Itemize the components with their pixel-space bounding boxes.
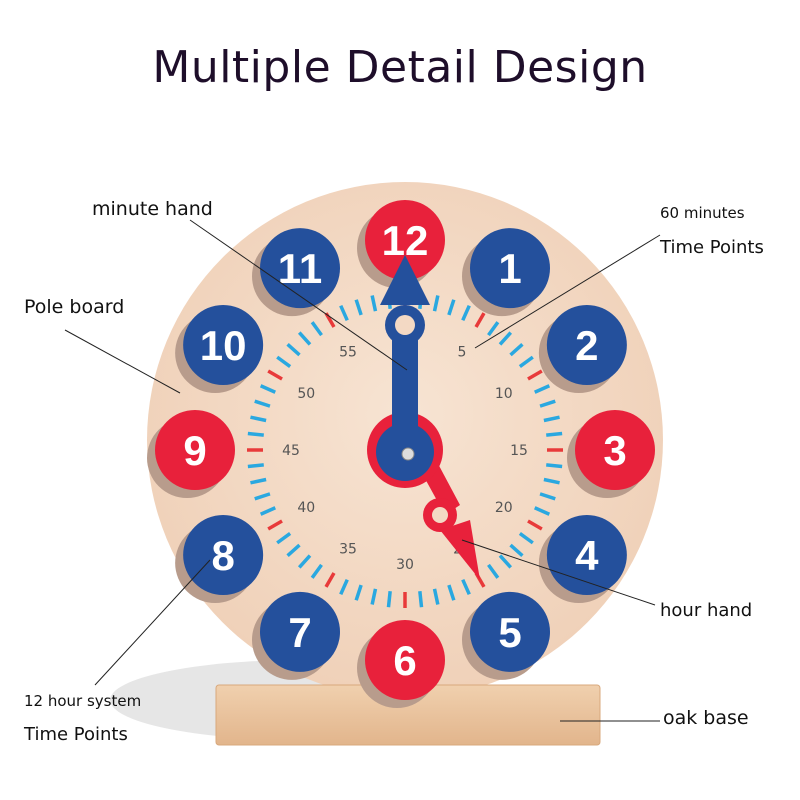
svg-text:5: 5 xyxy=(498,609,521,656)
hour-disc-5: 5 xyxy=(462,591,550,680)
minute-mark-20: 20 xyxy=(495,500,513,516)
minute-mark-55: 55 xyxy=(339,344,357,360)
svg-text:9: 9 xyxy=(183,427,206,474)
hour-disc-12: 12 xyxy=(357,200,445,288)
hour-disc-9: 9 xyxy=(147,410,235,498)
hour-disc-11: 11 xyxy=(252,228,340,317)
label-60-minutes: 60 minutes xyxy=(660,204,745,222)
minute-mark-10: 10 xyxy=(495,386,513,402)
svg-text:8: 8 xyxy=(211,532,234,579)
hour-disc-3: 3 xyxy=(567,410,655,498)
svg-text:1: 1 xyxy=(498,245,521,292)
minute-mark-30: 30 xyxy=(396,557,414,573)
hour-disc-7: 7 xyxy=(252,591,340,680)
label-oak-base: oak base xyxy=(663,707,749,729)
leader-lines xyxy=(64,219,661,722)
hour-disc-8: 8 xyxy=(175,515,264,603)
svg-text:11: 11 xyxy=(278,245,322,292)
hour-disc-2: 2 xyxy=(538,305,627,393)
minute-mark-5: 5 xyxy=(458,344,467,360)
label-hour-hand: hour hand xyxy=(660,600,753,621)
svg-text:6: 6 xyxy=(393,637,416,684)
hour-disc-6: 6 xyxy=(357,620,445,708)
minute-mark-15: 15 xyxy=(510,443,528,459)
svg-text:10: 10 xyxy=(200,322,247,369)
hour-disc-1: 1 xyxy=(462,228,550,317)
minute-hand xyxy=(376,255,434,481)
minute-mark-50: 50 xyxy=(297,386,315,402)
minute-mark-40: 40 xyxy=(297,500,315,516)
svg-text:4: 4 xyxy=(575,532,599,579)
label-pole-board: Pole board xyxy=(24,296,125,318)
svg-text:2: 2 xyxy=(575,322,598,369)
label-12-hour-system: 12 hour system xyxy=(24,692,142,710)
label-minute-hand: minute hand xyxy=(92,198,213,220)
hour-disc-10: 10 xyxy=(175,305,264,393)
svg-text:7: 7 xyxy=(288,609,311,656)
minute-mark-35: 35 xyxy=(339,542,357,558)
minute-mark-45: 45 xyxy=(282,443,300,459)
label-time-points-top: Time Points xyxy=(660,237,764,258)
svg-text:3: 3 xyxy=(603,427,626,474)
page-title: Multiple Detail Design xyxy=(152,42,648,93)
label-time-points-bottom: Time Points xyxy=(24,724,128,745)
